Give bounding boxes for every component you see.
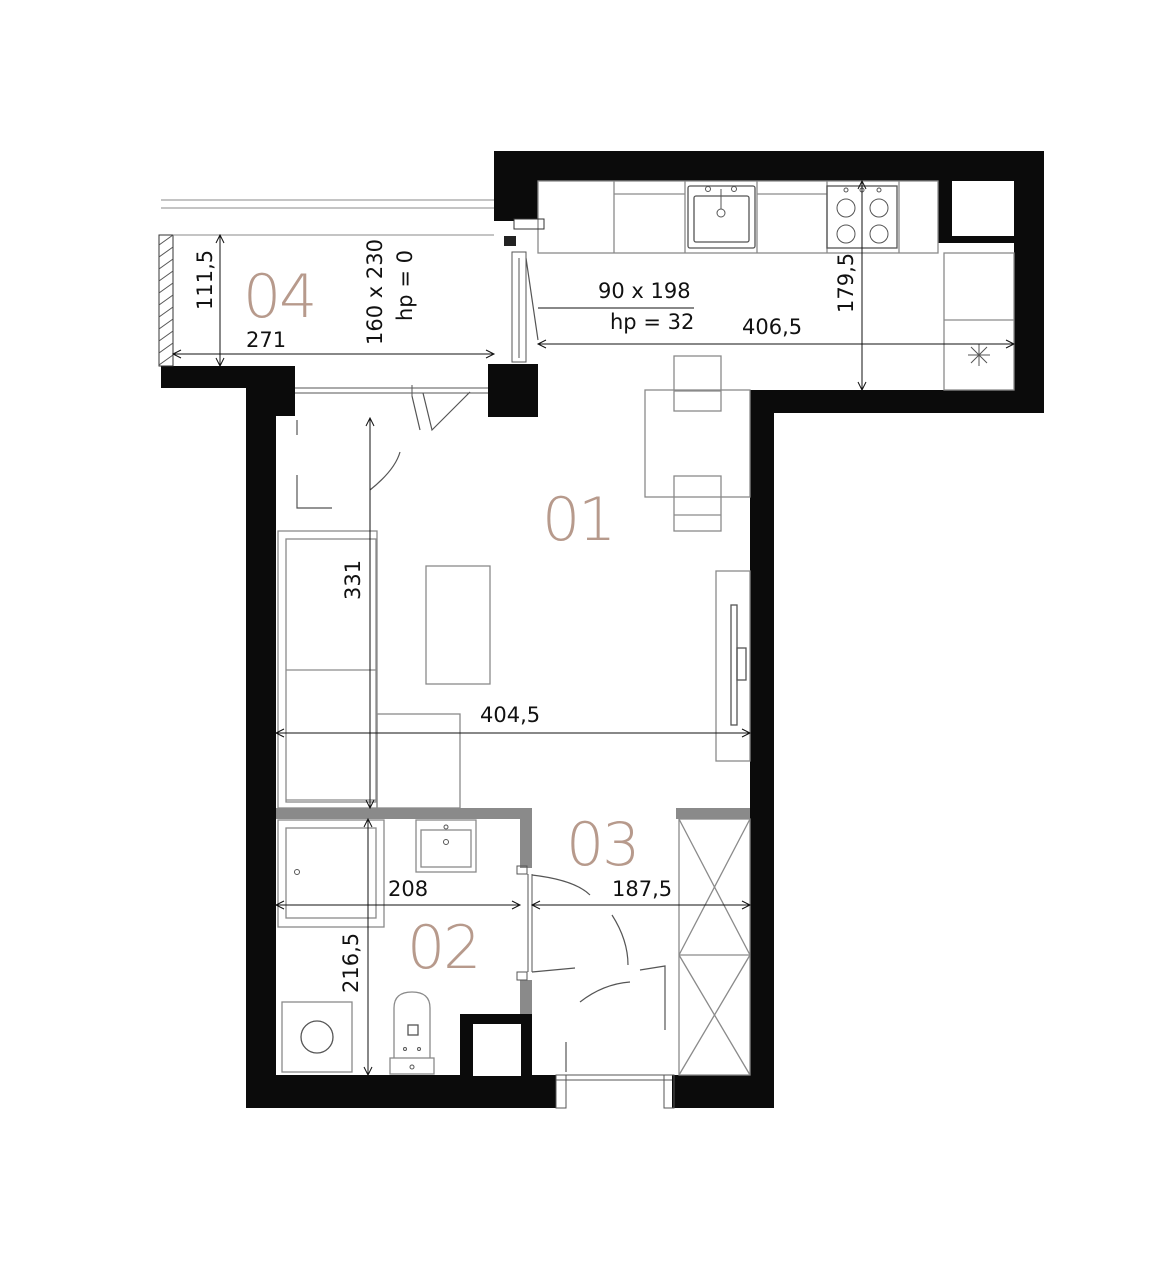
- wall-kitchen-bottom: [750, 390, 1044, 413]
- shower: [277, 819, 385, 928]
- dimension-lines: [171, 179, 1016, 1077]
- dim-balcony-width: 271: [246, 328, 286, 352]
- dim-bath-depth: 216,5: [339, 933, 363, 993]
- wall-bath-top: [276, 808, 532, 819]
- wall-bottom-left: [246, 1075, 556, 1108]
- washing-machine: [281, 1001, 353, 1073]
- dim-kitchen-length: 406,5: [742, 315, 802, 339]
- washbasin: [415, 819, 477, 873]
- dim-balcony-depth: 111,5: [193, 250, 217, 310]
- bathroom-door: [516, 865, 591, 981]
- dim-kitchen-window-hp: hp = 32: [610, 310, 694, 334]
- wall-bath-right-bottom: [520, 980, 532, 1014]
- sofa: [277, 530, 461, 809]
- coffee-table: [425, 565, 491, 685]
- room-number-02: 02: [407, 913, 479, 983]
- dining-table: [644, 355, 751, 532]
- wall-kitchen-right: [1014, 151, 1044, 413]
- wall-bottom-right: [672, 1075, 774, 1108]
- entry-door: [555, 914, 675, 1109]
- dim-kitchen-depth: 179,5: [834, 253, 858, 313]
- walls: [161, 151, 1044, 1108]
- dim-living-width: 404,5: [480, 703, 540, 727]
- room-number-01: 01: [542, 485, 614, 555]
- dim-kitchen-window: 90 x 198: [598, 279, 691, 303]
- dim-hall-width: 187,5: [612, 877, 672, 901]
- dim-living-depth: 331: [341, 560, 365, 600]
- sink-icon: [687, 185, 756, 249]
- wall-right: [750, 390, 774, 1108]
- balcony-railing: [158, 199, 494, 367]
- wardrobe: [678, 818, 751, 1076]
- wall-bath-right-top: [520, 808, 532, 868]
- wall-balcony-corner: [246, 366, 295, 416]
- dim-balcony-door-hp: hp = 0: [393, 250, 417, 321]
- wall-left: [246, 388, 276, 1108]
- wall-top: [494, 151, 1044, 181]
- dim-balcony-door: 160 x 230: [363, 239, 387, 345]
- room-number-03: 03: [566, 810, 638, 880]
- kitchen-window: [504, 218, 545, 363]
- toilet: [389, 991, 435, 1075]
- living-door: [296, 420, 401, 509]
- balcony-door: [295, 385, 488, 432]
- room-number-04: 04: [243, 262, 315, 332]
- wall-wardrobe-top: [676, 808, 750, 819]
- wall-pillar-left: [488, 364, 538, 417]
- fridge-cabinet: [943, 252, 1015, 391]
- dim-bath-width: 208: [388, 877, 428, 901]
- wall-kitchen-left-b: [514, 181, 538, 219]
- tv-unit: [715, 570, 751, 762]
- wall-kitchen-left: [494, 151, 514, 221]
